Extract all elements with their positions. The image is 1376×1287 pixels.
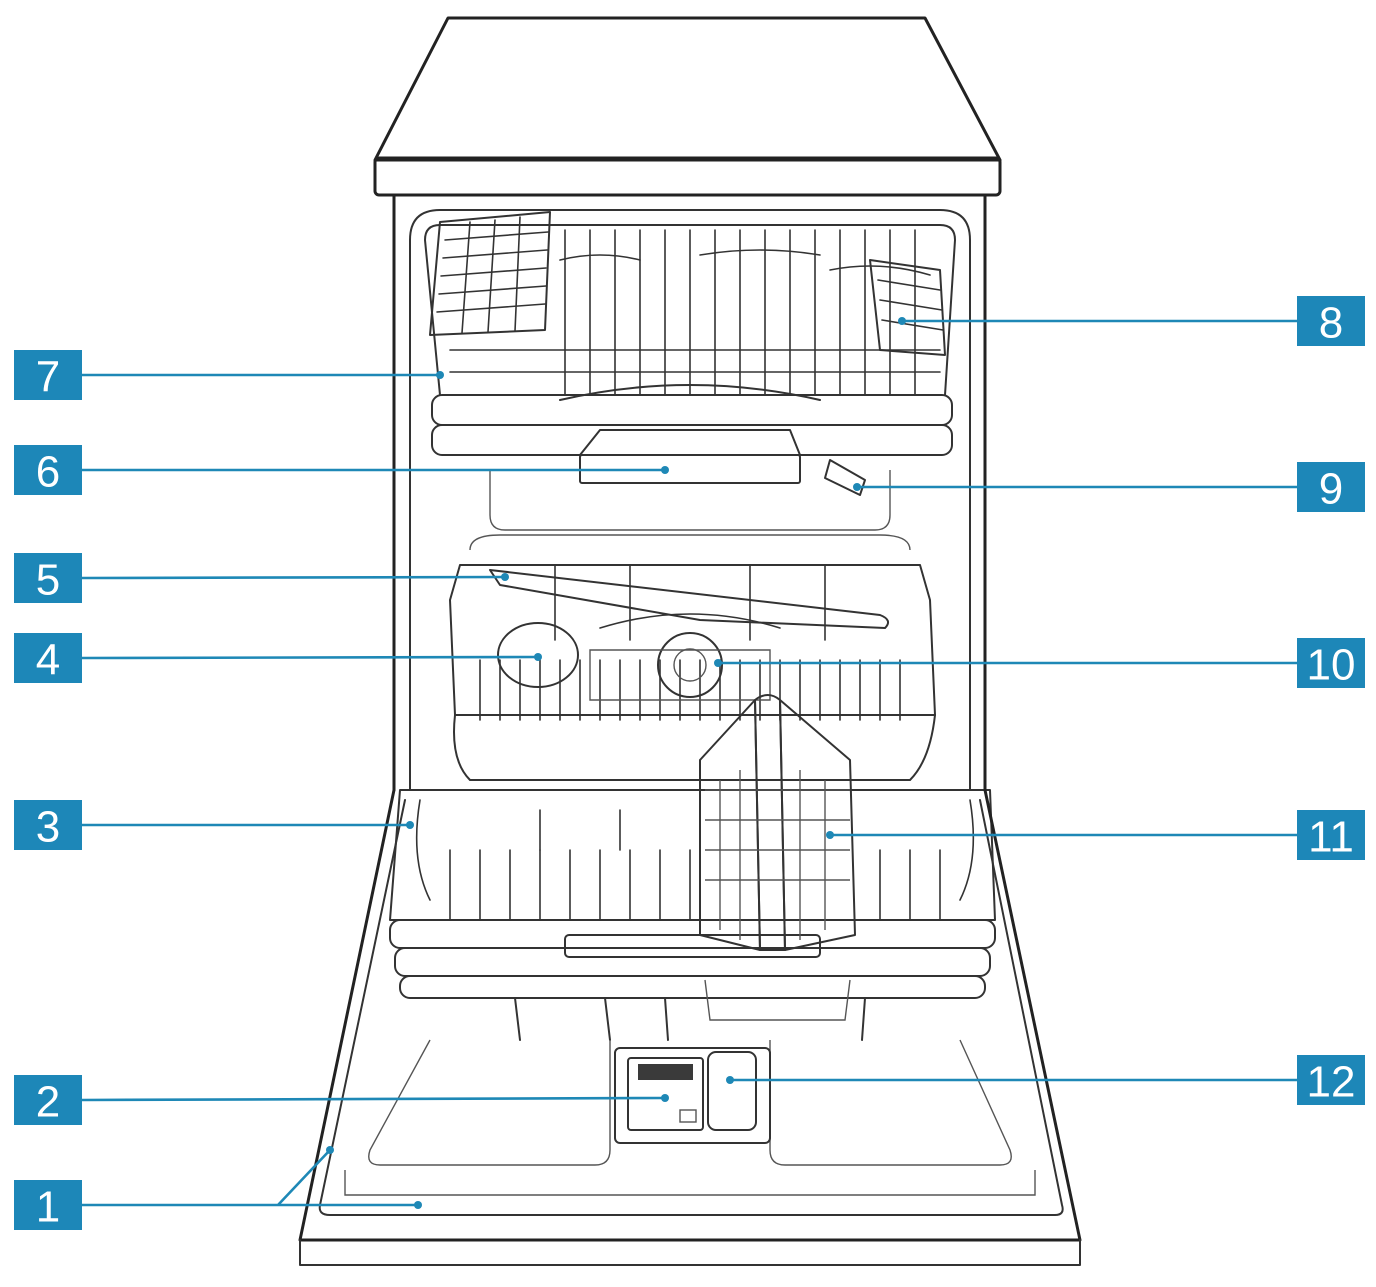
callout-label-7: 7 <box>14 350 82 402</box>
leader-line-2 <box>81 1096 666 1102</box>
callout-box-9 <box>1297 462 1365 512</box>
callout-number-8: 8 <box>1319 299 1343 348</box>
callout-box-8 <box>1297 296 1365 346</box>
leader-dot-8 <box>898 317 906 325</box>
callout-label-1: 1 <box>14 1180 82 1232</box>
leader-dot-12 <box>726 1076 734 1084</box>
lower-rack <box>389 789 996 1041</box>
callout-label-5: 5 <box>14 553 82 605</box>
callout-number-2: 2 <box>36 1078 60 1127</box>
leader-dot-9 <box>853 483 861 491</box>
leader-dot-3 <box>406 821 414 829</box>
middle-area <box>449 564 936 781</box>
callout-number-9: 9 <box>1319 465 1343 514</box>
callout-label-4: 4 <box>14 633 82 685</box>
cutlery-basket <box>699 694 856 1021</box>
callout-box-6 <box>14 445 82 495</box>
callout-number-6: 6 <box>36 448 60 497</box>
callout-box-7 <box>14 350 82 400</box>
callout-number-1: 1 <box>36 1183 60 1232</box>
callout-number-10: 10 <box>1307 641 1356 690</box>
callout-number-12: 12 <box>1307 1058 1356 1107</box>
detergent-dispenser <box>614 1047 771 1144</box>
upper-rack <box>424 211 956 456</box>
callout-number-7: 7 <box>36 353 60 402</box>
leader-dot-5 <box>501 573 509 581</box>
leader-dot-7 <box>436 371 444 379</box>
callout-label-11: 11 <box>1297 810 1365 862</box>
cabinet-body <box>392 193 987 792</box>
leader-dot-11 <box>826 831 834 839</box>
callout-label-9: 9 <box>1297 462 1365 514</box>
callout-number-11: 11 <box>1308 813 1354 862</box>
leader-dot-10 <box>714 659 722 667</box>
leader-dot-2 <box>661 1094 669 1102</box>
callout-box-1 <box>14 1180 82 1230</box>
open-door <box>298 788 1082 1266</box>
callout-leaders <box>81 317 1297 1209</box>
leader-dot-4 <box>534 653 542 661</box>
callout-label-10: 10 <box>1297 638 1365 690</box>
callout-box-5 <box>14 553 82 603</box>
leader-dot-6 <box>661 466 669 474</box>
callout-label-3: 3 <box>14 800 82 852</box>
callout-number-5: 5 <box>36 556 60 605</box>
callout-label-8: 8 <box>1297 296 1365 348</box>
callout-box-10 <box>1297 638 1365 688</box>
callout-box-3 <box>14 800 82 850</box>
callout-box-11 <box>1297 810 1365 860</box>
leader-line-5 <box>81 575 506 580</box>
leader-dot-1 <box>326 1146 334 1154</box>
callout-box-12 <box>1297 1055 1365 1105</box>
callout-label-2: 2 <box>14 1075 82 1127</box>
callout-number-3: 3 <box>36 803 60 852</box>
leader-line-4 <box>81 655 539 660</box>
leader-line-1 <box>82 1149 418 1207</box>
callout-number-4: 4 <box>36 636 60 685</box>
callout-box-2 <box>14 1075 82 1125</box>
callout-box-4 <box>14 633 82 683</box>
leader-dot-1 <box>414 1201 422 1209</box>
callout-label-6: 6 <box>14 445 82 497</box>
worktop <box>373 16 1002 197</box>
callout-label-12: 12 <box>1297 1055 1365 1107</box>
upper-spray-arm-tray <box>579 429 866 496</box>
